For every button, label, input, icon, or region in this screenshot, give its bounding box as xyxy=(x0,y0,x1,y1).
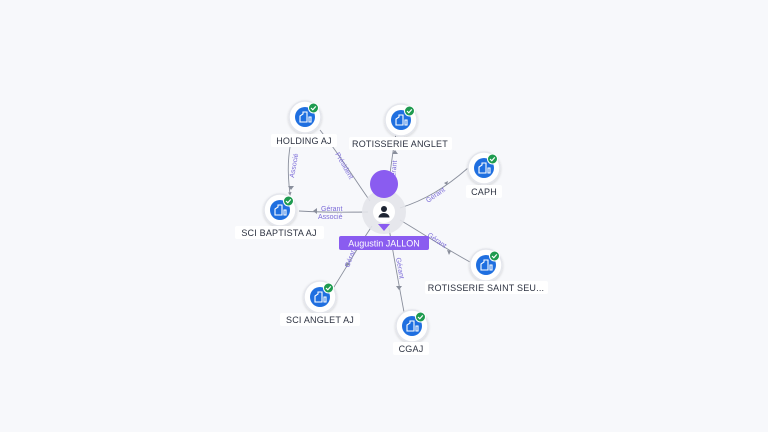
verified-check-icon xyxy=(323,282,334,294)
verified-check-icon xyxy=(487,153,498,165)
check-mark xyxy=(417,315,424,320)
check-mark xyxy=(285,199,292,204)
building-glyph xyxy=(314,291,327,303)
verified-check-icon xyxy=(404,105,415,117)
building-glyph xyxy=(299,111,312,123)
company-label-bg xyxy=(235,226,324,239)
verified-check-icon xyxy=(308,102,319,114)
edge-label-sci-baptista-associe: Associé xyxy=(318,214,343,221)
edge-label-sci-baptista-gerant: Gérant xyxy=(321,206,342,213)
building-glyph xyxy=(480,259,493,271)
edge-label-holding-president: Président xyxy=(333,152,354,181)
arrowhead xyxy=(392,150,398,154)
center-name-tag xyxy=(339,236,429,250)
company-node-rotisserie-anglet[interactable]: ROTISSERIE ANGLET xyxy=(349,103,452,150)
arrowhead xyxy=(313,208,317,214)
person-icon xyxy=(378,206,390,218)
verified-check-icon xyxy=(415,311,426,323)
arrowhead xyxy=(447,250,451,255)
edge-label-cgaj: Gérant xyxy=(394,257,405,279)
company-node-cgaj[interactable]: CGAJ xyxy=(393,309,429,355)
arrowhead xyxy=(444,181,448,185)
company-label: ROTISSERIE ANGLET xyxy=(352,139,448,149)
check-mark xyxy=(325,286,332,291)
verified-check-icon xyxy=(283,195,294,207)
check-mark xyxy=(491,254,498,259)
company-label-bg xyxy=(393,342,429,355)
center-name: Augustin JALLON xyxy=(348,239,420,249)
edge-label-rotisserie-anglet: Gérant xyxy=(390,160,399,182)
edge-sci-anglet xyxy=(331,225,373,291)
edge-label-holding-associe: Associé xyxy=(289,153,300,178)
arrowhead xyxy=(396,286,402,290)
building-glyph xyxy=(395,114,408,126)
arrowhead xyxy=(345,262,350,266)
edge-arrowheads xyxy=(288,150,451,290)
edge-label-caph: Gérant xyxy=(425,187,447,205)
company-label-bg xyxy=(271,134,337,147)
company-label-bg xyxy=(280,313,360,326)
company-node-holding-aj[interactable]: HOLDING AJ xyxy=(271,100,337,147)
verified-check-icon xyxy=(489,250,500,262)
check-mark xyxy=(406,109,413,114)
check-mark xyxy=(489,157,496,162)
center-node[interactable]: Augustin JALLON xyxy=(339,170,429,250)
edge-rotisserie-saint-seu xyxy=(399,219,471,263)
arrowhead xyxy=(288,186,294,190)
company-label: ROTISSERIE SAINT SEU... xyxy=(428,283,544,293)
company-node-sci-baptista-aj[interactable]: SCI BAPTISTA AJ xyxy=(235,193,324,239)
edge-cgaj xyxy=(388,227,405,313)
company-label: CGAJ xyxy=(399,344,424,354)
company-label-bg xyxy=(466,185,502,198)
company-label: HOLDING AJ xyxy=(276,136,332,146)
company-label: CAPH xyxy=(471,187,497,197)
check-mark xyxy=(310,106,317,111)
company-label: SCI ANGLET AJ xyxy=(286,315,354,325)
edge-caph xyxy=(399,167,469,209)
company-node-rotisserie-saint-seu[interactable]: ROTISSERIE SAINT SEU... xyxy=(425,248,548,294)
edge-label-rotisserie-saint-seu: Gérant xyxy=(426,232,448,250)
company-label-bg xyxy=(349,137,452,150)
company-node-sci-anglet-aj[interactable]: SCI ANGLET AJ xyxy=(280,280,360,326)
company-label: SCI BAPTISTA AJ xyxy=(241,228,316,238)
center-node-pin xyxy=(370,170,399,198)
building-glyph xyxy=(274,204,287,216)
company-node-caph[interactable]: CAPH xyxy=(466,151,502,198)
center-node-pin-tip xyxy=(378,224,390,231)
company-label-bg xyxy=(425,281,548,294)
building-glyph xyxy=(478,162,491,174)
building-glyph xyxy=(406,320,419,332)
